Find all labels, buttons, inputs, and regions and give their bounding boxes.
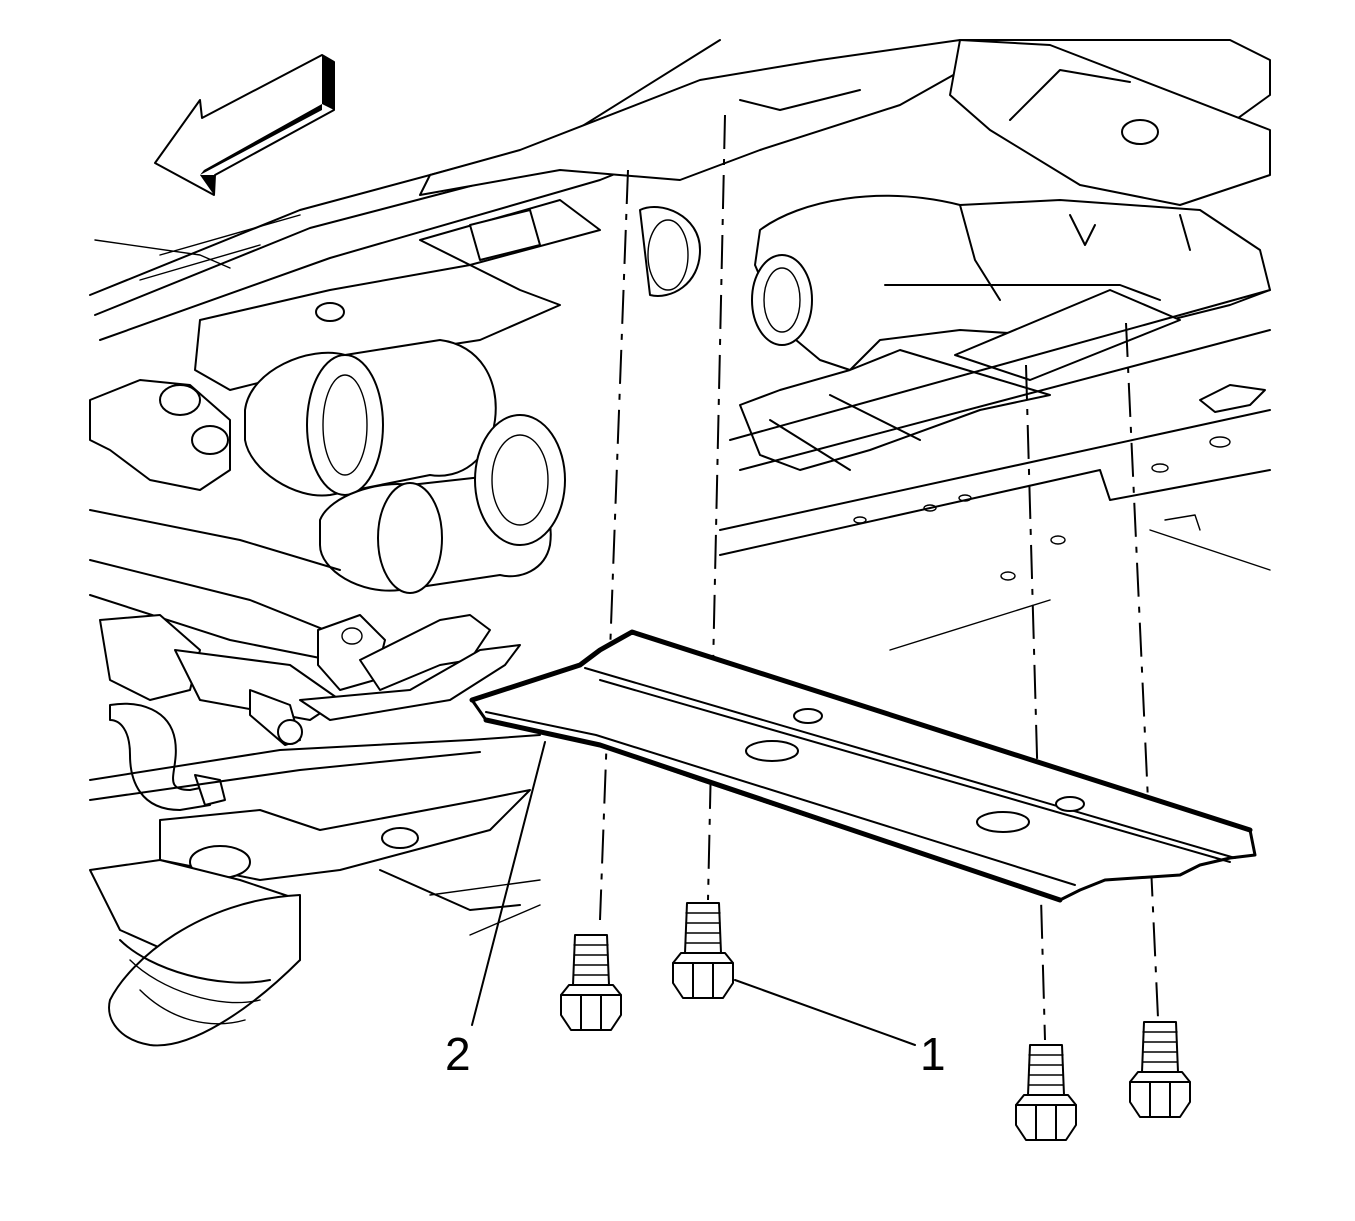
- callout-bolt: 1: [920, 1028, 946, 1080]
- bolt: [1129, 1021, 1191, 1118]
- bolt: [672, 902, 734, 999]
- bolt: [1015, 1044, 1077, 1141]
- bolt-part: [560, 902, 1191, 1141]
- direction-arrow-icon: [154, 54, 335, 196]
- heat-shield-part: [469, 629, 1257, 903]
- vehicle-underbody: [89, 39, 1271, 1047]
- leader-line-shield: [471, 741, 546, 1026]
- bolt-alignment-lines: [599, 114, 1159, 1041]
- leader-line-bolt: [734, 979, 916, 1046]
- bolt: [560, 934, 622, 1031]
- callout-shield: 2: [445, 1028, 471, 1080]
